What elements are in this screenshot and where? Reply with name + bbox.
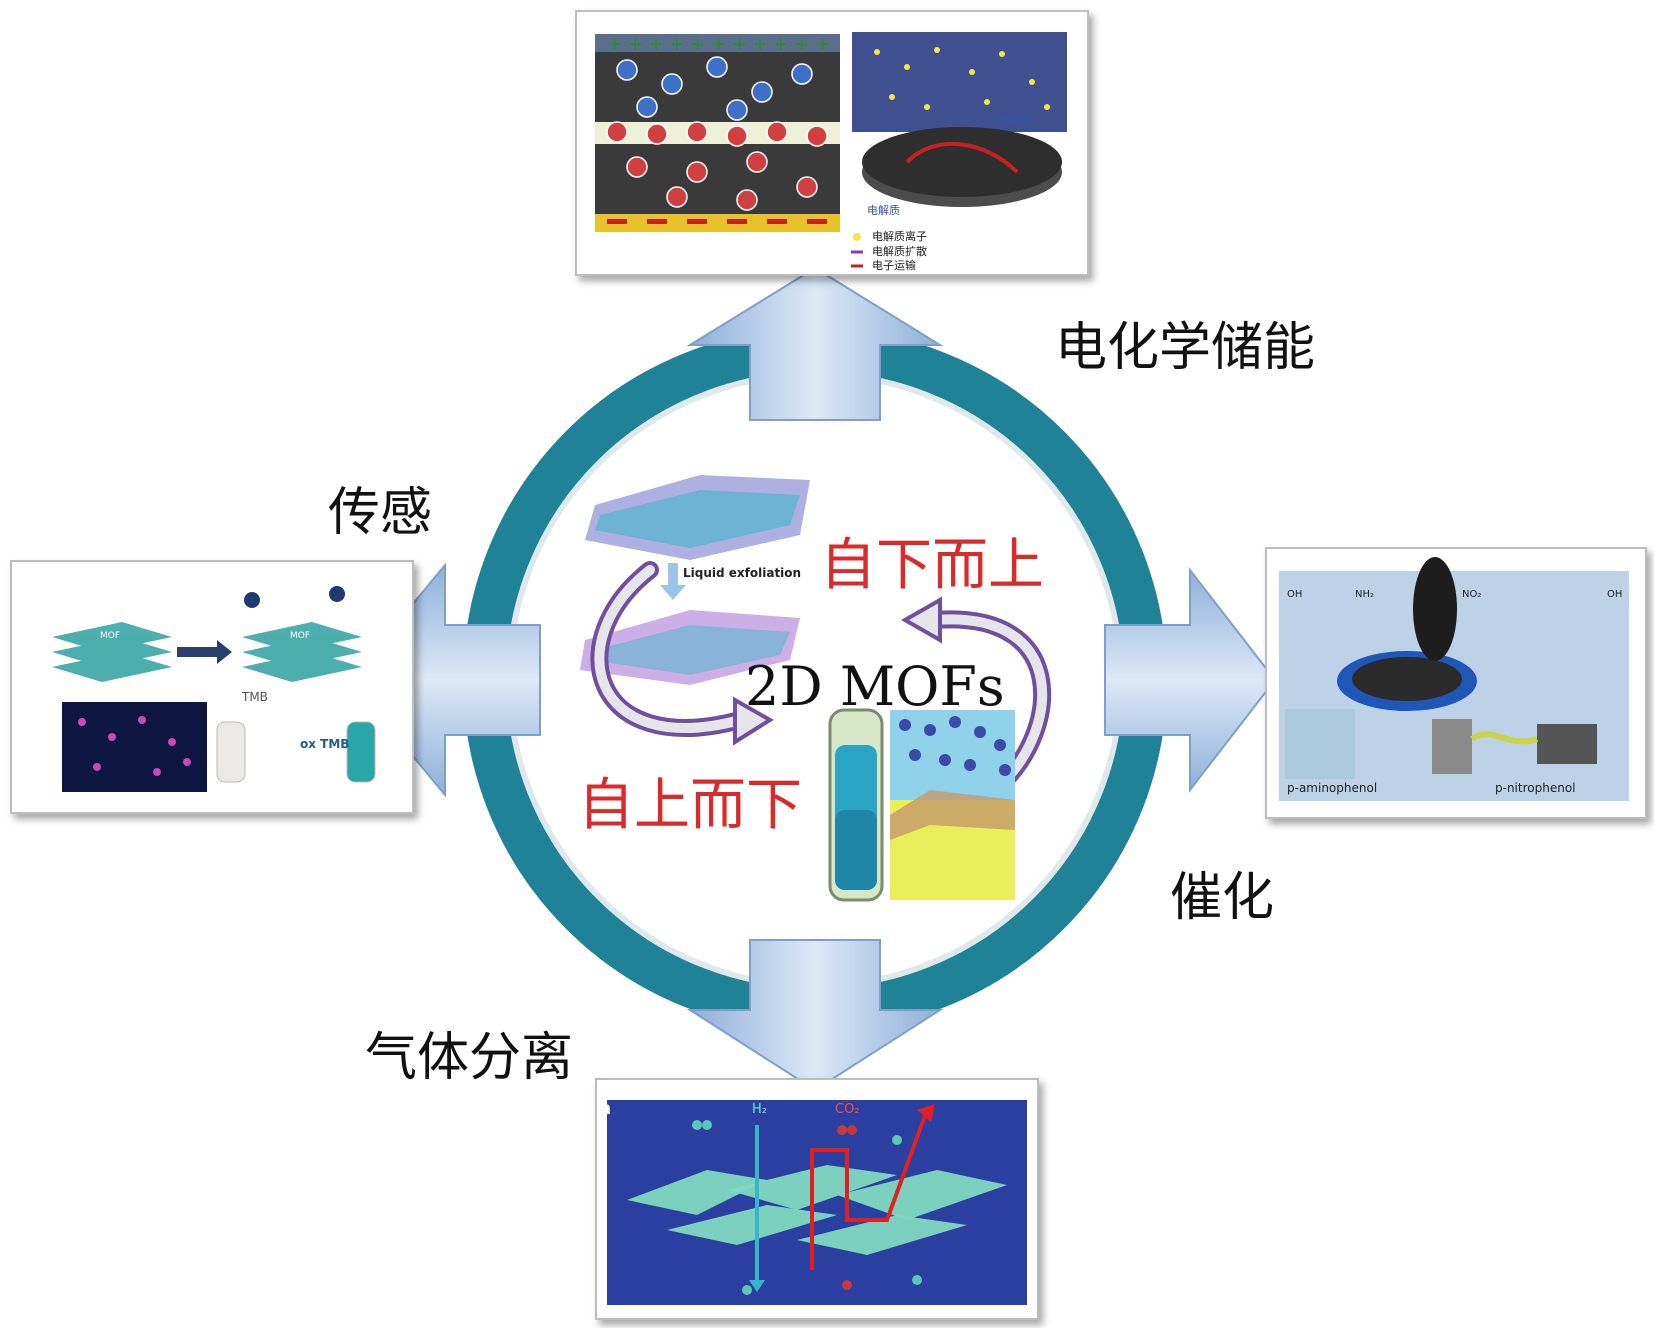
sensing-panel: MOF MOF TMB ox TMB: [10, 560, 414, 814]
catalysis-illustration: [1267, 549, 1645, 817]
exfoliation-label: Liquid exfoliation: [683, 566, 801, 580]
sensing-illustration: [12, 562, 412, 812]
p-nitrophenol-label: p-nitrophenol: [1495, 781, 1576, 795]
test-tube-illustration: [830, 710, 882, 900]
gas-separation-label: 气体分离: [365, 1015, 573, 1090]
ox-tmb-label: ox TMB: [300, 737, 349, 751]
gas-separation-panel: a H₂ CO₂: [595, 1078, 1039, 1320]
h2-label: H₂: [752, 1102, 767, 1117]
mof-label-left: MOF: [100, 631, 120, 641]
catalysis-panel: p-aminophenol p-nitrophenol OH NH₂ NO₂ O…: [1265, 547, 1647, 819]
bottom-up-label: 自下而上: [820, 520, 1044, 601]
energy-storage-panel: + + + + + + + + + + +: [575, 10, 1089, 276]
co2-label: CO₂: [835, 1102, 860, 1117]
tmb-label: TMB: [242, 690, 268, 704]
catalysis-label: 催化: [1170, 855, 1274, 930]
svg-text:+ + + + + + + + + + +: + + + + + + + + + + +: [607, 34, 830, 55]
mof-label-right: MOF: [290, 631, 310, 641]
oh-label-left: OH: [1287, 589, 1302, 600]
center-title: 2D MOFs: [745, 655, 1005, 718]
top-down-label: 自上而下: [578, 760, 802, 841]
bottom-up-synthesis-illustration: [890, 710, 1015, 900]
energy-storage-illustration: + + + + + + + + + + +: [577, 12, 1087, 274]
nh2-label: NH₂: [1355, 589, 1374, 600]
p-aminophenol-label: p-aminophenol: [1287, 781, 1377, 795]
legend-electrolyte-ion: 电解质离子: [872, 228, 927, 244]
sensing-label: 传感: [328, 470, 432, 545]
oh-label-right: OH: [1607, 589, 1622, 600]
no2-label: NO₂: [1462, 589, 1481, 600]
electrolyte-label-top: 电解质: [997, 112, 1030, 128]
panel-letter-a: a: [599, 1098, 611, 1119]
energy-storage-label: 电化学储能: [1055, 305, 1315, 380]
gas-separation-illustration: [597, 1080, 1037, 1318]
electrolyte-label-bottom: 电解质: [867, 202, 900, 218]
legend-electron-transport: 电子运输: [872, 257, 916, 273]
